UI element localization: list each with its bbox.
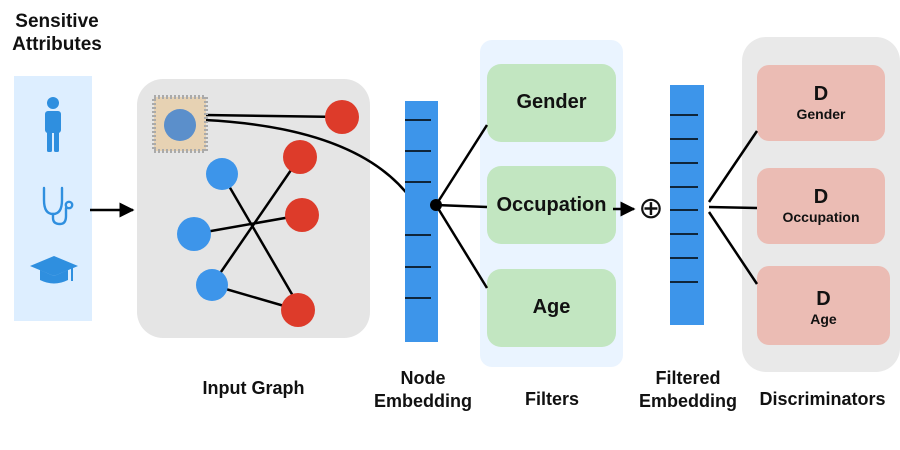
graph-nodes — [177, 100, 359, 327]
filtered-embedding-label: Filtered Embedding — [628, 367, 748, 413]
embedding-to-filters-lines — [434, 124, 489, 289]
discriminator-gender-attr: Gender — [796, 106, 846, 122]
filter-occupation-text: Occupation — [496, 194, 607, 216]
graph-node-blue — [196, 269, 228, 301]
filtered-embedding-label-line2: Embedding — [639, 391, 737, 411]
graph-edge — [220, 173, 302, 309]
filtered-to-discriminators-lines — [707, 130, 759, 285]
graph-node-red — [283, 140, 317, 174]
filter-age-box — [487, 269, 616, 347]
graph-node-red — [325, 100, 359, 134]
filter-gender-box — [487, 64, 616, 142]
graph-edge — [210, 156, 302, 286]
graduation-cap-icon — [30, 256, 78, 284]
target-node — [152, 95, 208, 153]
node-embedding-label-line2: Embedding — [374, 391, 472, 411]
node-embedding-label: Node Embedding — [363, 367, 483, 413]
sensitive-attributes-title-line1: Sensitive — [15, 11, 99, 32]
graph-edge — [193, 213, 303, 236]
discriminator-age-box — [757, 266, 890, 345]
graph-edge — [204, 113, 343, 119]
graph-node-red — [285, 198, 319, 232]
graph-node-blue — [206, 158, 238, 190]
filters-label: Filters — [524, 389, 580, 409]
discriminator-occupation-box — [757, 168, 885, 244]
discriminators-label: Discriminators — [759, 389, 886, 409]
input-graph-label: Input Graph — [202, 378, 305, 398]
discriminator-gender-letter: D — [813, 83, 829, 105]
graph-node-blue — [177, 217, 211, 251]
filter-gender-text: Gender — [516, 91, 587, 113]
discriminator-gender-box — [757, 65, 885, 141]
person-icon — [45, 97, 61, 152]
discriminator-age-letter: D — [816, 288, 831, 310]
node-embedding-bar — [405, 101, 438, 342]
filter-age-text: Age — [532, 296, 571, 318]
graph-edge-to-embedding — [204, 118, 414, 201]
graph-node-red — [281, 293, 315, 327]
filtered-embedding-label-line1: Filtered — [655, 368, 721, 388]
stethoscope-icon — [42, 186, 74, 226]
sensitive-attributes-title: Sensitive Attributes — [0, 10, 114, 56]
node-embedding-label-line1: Node — [400, 368, 446, 388]
concat-operator-symbol: ⊕ — [638, 191, 664, 226]
discriminator-occupation-text: D Occupation — [757, 186, 885, 226]
sensitive-attributes-title-line2: Attributes — [12, 34, 102, 55]
discriminator-age-text: D Age — [757, 288, 890, 328]
filter-occupation-box — [487, 166, 616, 244]
discriminator-gender-text: D Gender — [757, 83, 885, 123]
discriminator-occupation-attr: Occupation — [782, 209, 860, 225]
filtered-embedding-bar — [670, 85, 704, 325]
discriminator-occupation-letter: D — [813, 186, 829, 208]
embedding-junction-dot — [430, 199, 442, 211]
discriminator-age-attr: Age — [810, 311, 837, 327]
